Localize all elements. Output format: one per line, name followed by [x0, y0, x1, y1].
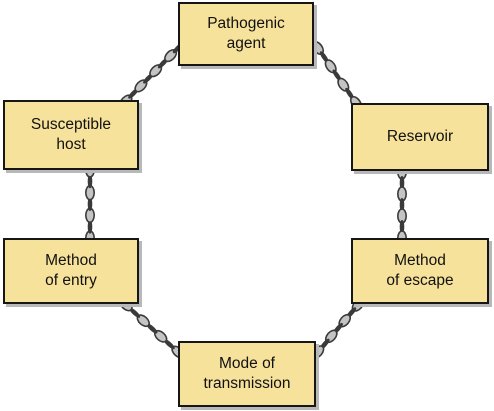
node-method-of-escape: Method of escape: [351, 238, 489, 304]
node-label-susceptible-host: Susceptible host: [30, 116, 112, 153]
chain-entry-host: [85, 162, 96, 246]
chain-host-pathogenic: [119, 42, 184, 108]
node-method-of-entry: Method of entry: [3, 238, 139, 304]
node-susceptible-host: Susceptible host: [3, 100, 139, 170]
chain-reservoir-escape: [396, 164, 407, 246]
node-pathogenic-agent: Pathogenic agent: [178, 2, 314, 66]
chain-pathogenic-reservoir: [311, 40, 363, 111]
node-label-method-of-escape: Method of escape: [386, 252, 454, 289]
node-mode-of-transmission: Mode of transmission: [178, 341, 316, 407]
node-label-method-of-entry: Method of entry: [45, 252, 97, 289]
chain-escape-transmission: [311, 298, 365, 359]
node-label-pathogenic-agent: Pathogenic agent: [207, 15, 285, 52]
node-label-reservoir: Reservoir: [386, 128, 454, 145]
node-reservoir: Reservoir: [351, 103, 489, 171]
node-label-mode-of-transmission: Mode of transmission: [203, 355, 291, 392]
chain-transmission-entry: [119, 298, 185, 359]
